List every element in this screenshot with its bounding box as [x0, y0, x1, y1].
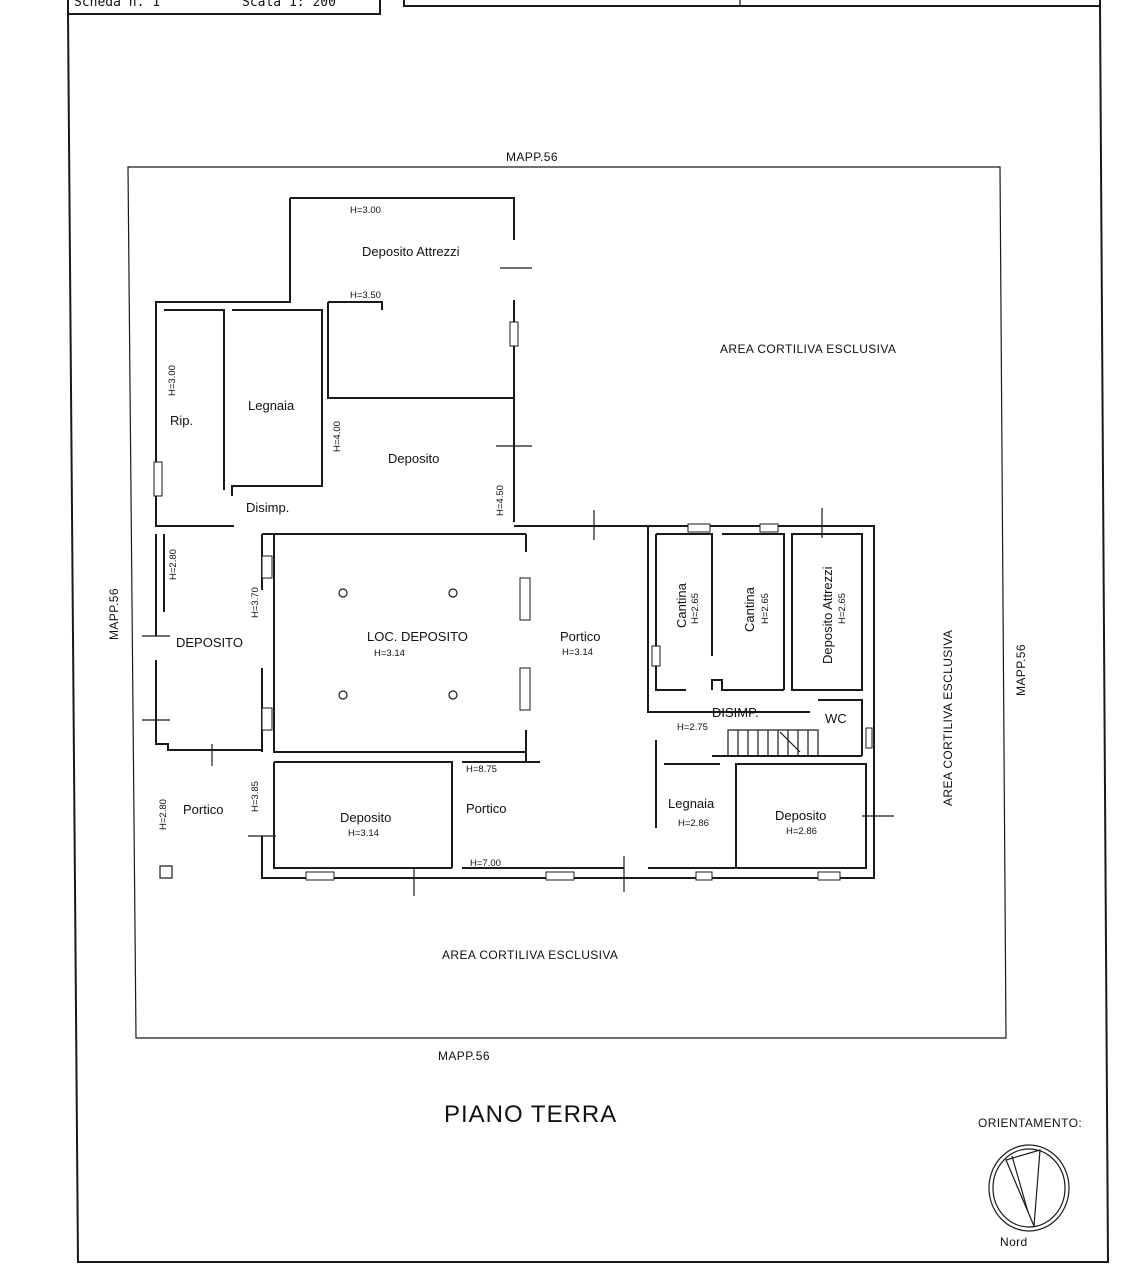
portico-left-label: Portico — [183, 802, 223, 817]
mapp-top-label: MAPP.56 — [506, 150, 558, 164]
height-370-label: H=3.70 — [250, 587, 261, 618]
property-boundary — [127, 166, 1007, 1039]
portico-bottom-height-1: H=8.75 — [466, 764, 497, 775]
deposito-left-label: DEPOSITO — [176, 635, 243, 650]
deposito-bottom-height: H=3.14 — [348, 828, 379, 839]
area-east-label: AREA CORTILIVA ESCLUSIVA — [941, 630, 955, 806]
deposito-left-height: H=2.80 — [168, 549, 179, 580]
deposito-bottom-label: Deposito — [340, 810, 391, 825]
loc-deposito-height: H=3.14 — [374, 648, 405, 659]
portico-left-height: H=2.80 — [158, 799, 169, 830]
height-350-label: H=3.50 — [350, 290, 381, 301]
deposito-attrezzi-top-label: Deposito Attrezzi — [362, 244, 460, 259]
legnaia-bottom-label: Legnaia — [668, 796, 715, 811]
disimp-right-height: H=2.75 — [677, 722, 708, 733]
portico-bottom-height-2: H=7.00 — [470, 858, 501, 869]
deposito-top-label: Deposito — [388, 451, 439, 466]
portico-bottom-label: Portico — [466, 801, 506, 816]
mapp-bottom-label: MAPP.56 — [438, 1049, 490, 1063]
legnaia-top-label: Legnaia — [248, 398, 295, 413]
deposito-bottom-right-height: H=2.86 — [786, 826, 817, 837]
loc-deposito-label: LOC. DEPOSITO — [367, 629, 468, 644]
portico-center-height: H=3.14 — [562, 647, 593, 658]
disimp-top-label: Disimp. — [246, 500, 289, 515]
deposito-bottom-right-label: Deposito — [775, 808, 826, 823]
scheda-label: Scheda n. 1 — [74, 0, 160, 10]
orientation-label: ORIENTAMENTO: — [978, 1116, 1082, 1130]
columns — [159, 588, 458, 879]
deposito-attrezzi-right-height: H=2.65 — [837, 593, 848, 624]
cantina-1-label: Cantina — [674, 582, 689, 628]
area-south-label: AREA CORTILIVA ESCLUSIVA — [442, 948, 618, 962]
staircase — [727, 729, 819, 757]
windows — [153, 321, 873, 881]
rip-height: H=3.00 — [167, 365, 178, 396]
building-walls — [155, 197, 875, 879]
cantina-2-height: H=2.65 — [760, 593, 771, 624]
height-385-label: H=3.85 — [250, 781, 261, 812]
portico-center-label: Portico — [560, 629, 600, 644]
section-ticks — [142, 267, 894, 896]
page-title: PIANO TERRA — [444, 1101, 617, 1128]
deposito-top-height: H=4.00 — [332, 421, 343, 452]
mapp-right-label: MAPP.56 — [1014, 644, 1028, 696]
rip-label: Rip. — [170, 413, 193, 428]
legnaia-bottom-height: H=2.86 — [678, 818, 709, 829]
sheet-frame — [67, 5, 1110, 1263]
wc-label: WC — [825, 711, 847, 726]
header-strip: Scheda n. 1 Scala 1: 200 — [67, 0, 1101, 15]
north-label: Nord — [1000, 1235, 1028, 1249]
scala-label: Scala 1: 200 — [242, 0, 336, 10]
cantina-2-label: Cantina — [742, 586, 757, 632]
disimp-right-label: DISIMP. — [712, 705, 759, 720]
cantina-1-height: H=2.65 — [690, 593, 701, 624]
mapp-left-label: MAPP.56 — [107, 588, 121, 640]
north-arrow-icon — [988, 1144, 1070, 1232]
deposito-attrezzi-top-height: H=3.00 — [350, 205, 381, 216]
area-north-label: AREA CORTILIVA ESCLUSIVA — [720, 342, 896, 356]
height-450-label: H=4.50 — [495, 485, 506, 516]
deposito-attrezzi-right-label: Deposito Attrezzi — [820, 566, 835, 664]
